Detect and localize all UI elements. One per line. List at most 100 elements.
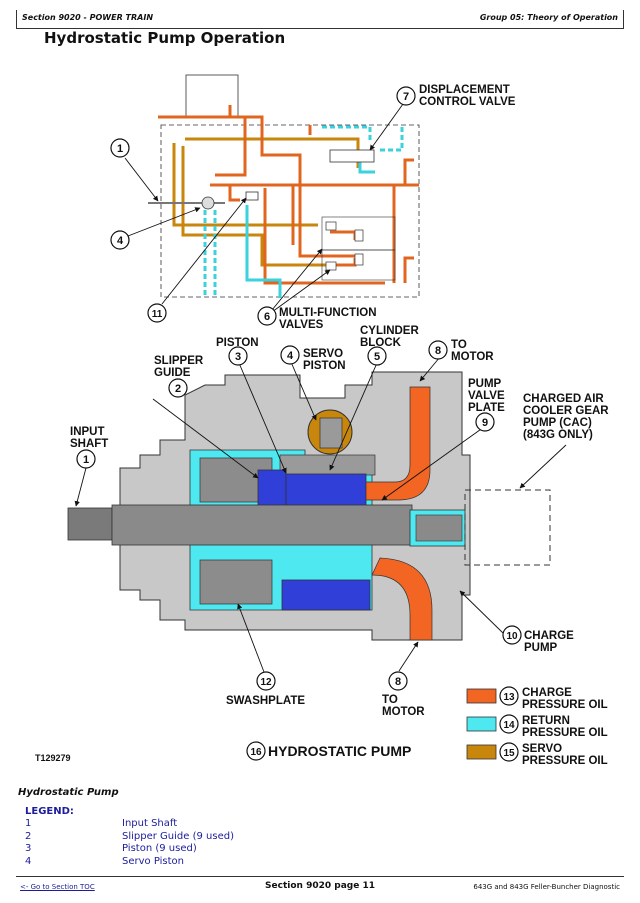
svg-text:15: 15: [503, 748, 515, 759]
svg-text:6: 6: [264, 311, 270, 323]
svg-text:DISPLACEMENT: DISPLACEMENT: [419, 84, 510, 96]
svg-text:MOTOR: MOTOR: [382, 706, 425, 718]
svg-text:RETURN: RETURN: [522, 715, 570, 727]
svg-text:9: 9: [482, 417, 488, 429]
svg-text:GUIDE: GUIDE: [154, 367, 191, 379]
svg-text:8: 8: [395, 676, 401, 688]
svg-text:TO: TO: [382, 694, 398, 706]
hydraulic-schematic: [148, 74, 420, 298]
svg-text:SHAFT: SHAFT: [70, 438, 108, 450]
svg-text:PLATE: PLATE: [468, 402, 505, 414]
svg-text:10: 10: [506, 631, 518, 642]
legend-item: 4 Servo Piston: [25, 856, 234, 869]
svg-text:CHARGE: CHARGE: [524, 630, 574, 642]
legend-label: Input Shaft: [122, 818, 178, 829]
legend-num: 3: [25, 843, 32, 854]
callout-7: 7 DISPLACEMENT CONTROL VALVE: [396, 84, 516, 108]
callout-1-top: 1: [110, 138, 130, 158]
group-label: Group 05: Theory of Operation: [479, 13, 618, 22]
page-title: Hydrostatic Pump Operation: [44, 29, 286, 47]
callout-8-to-motor-bottom: 8 TO MOTOR: [382, 671, 425, 718]
main-shaft: [111, 504, 413, 546]
legend-title: LEGEND:: [25, 806, 74, 817]
pump-boundary: [160, 124, 420, 298]
callout-2-slipper-guide: SLIPPER GUIDE 2: [154, 355, 204, 398]
section-label: Section 9020 - POWER TRAIN: [22, 13, 154, 22]
svg-text:2: 2: [175, 383, 181, 395]
svg-text:8: 8: [435, 345, 441, 357]
svg-text:SLIPPER: SLIPPER: [154, 355, 204, 367]
svg-text:CONTROL VALVE: CONTROL VALVE: [419, 96, 516, 108]
input-shaft: [67, 507, 113, 541]
svg-text:14: 14: [503, 720, 515, 731]
svg-text:SWASHPLATE: SWASHPLATE: [226, 695, 305, 707]
key-charge-pressure-oil: 13 CHARGE PRESSURE OIL: [466, 686, 608, 711]
svg-text:(843G ONLY): (843G ONLY): [523, 429, 593, 441]
charge-passage-lower: [371, 557, 433, 641]
callout-5-cylinder-block: CYLINDER BLOCK 5: [360, 325, 419, 366]
figure-title: 16 HYDROSTATIC PUMP: [246, 741, 411, 761]
section-toc-link[interactable]: <- Go to Section TOC: [20, 883, 95, 891]
callout-10-charge-pump: 10 CHARGE PUMP: [502, 625, 574, 654]
svg-text:MOTOR: MOTOR: [451, 351, 494, 363]
svg-text:SERVO: SERVO: [303, 348, 343, 360]
page-header: Section 9020 - POWER TRAIN Group 05: The…: [16, 10, 624, 29]
key-servo-pressure-oil: 15 SERVO PRESSURE OIL: [466, 742, 608, 767]
displacement-control-valve-symbol: [329, 149, 375, 163]
svg-text:PRESSURE OIL: PRESSURE OIL: [522, 699, 608, 711]
svg-text:CHARGED AIR: CHARGED AIR: [523, 393, 604, 405]
svg-text:7: 7: [403, 91, 409, 103]
svg-text:5: 5: [374, 351, 380, 363]
servo-spring-assembly: [281, 579, 371, 611]
callout-11: 11: [147, 303, 167, 323]
svg-text:PISTON: PISTON: [303, 360, 346, 372]
callout-cac-pump: CHARGED AIR COOLER GEAR PUMP (CAC) (843G…: [523, 393, 609, 441]
svg-text:TO: TO: [451, 339, 467, 351]
key-return-pressure-oil: 14 RETURN PRESSURE OIL: [466, 714, 608, 739]
callout-4-servo-piston: 4 SERVO PISTON: [280, 345, 346, 372]
svg-text:4: 4: [287, 350, 294, 362]
cac-pump-outline: [464, 489, 551, 566]
legend-label: Slipper Guide (9 used): [122, 830, 234, 842]
document-title: 643G and 843G Feller-Buncher Diagnostic: [473, 883, 620, 891]
callout-1-input-shaft: INPUT SHAFT 1: [70, 426, 108, 469]
swashplate-symbol: [201, 196, 215, 210]
svg-text:12: 12: [260, 677, 272, 688]
page-number: Section 9020 page 11: [265, 881, 375, 891]
charge-passage-upper: [365, 386, 431, 501]
legend: LEGEND: 1 Input Shaft 2 Slipper Guide (9…: [25, 806, 234, 868]
legend-num: 2: [25, 830, 32, 842]
svg-text:4: 4: [117, 235, 124, 247]
svg-text:CHARGE: CHARGE: [522, 687, 572, 699]
callout-4-top: 4: [110, 230, 130, 250]
color-key: 13 CHARGE PRESSURE OIL 14 RETURN PRESSUR…: [466, 686, 608, 767]
charge-swatch: [466, 688, 497, 704]
svg-text:PUMP: PUMP: [524, 642, 558, 654]
hydrostatic-pump-figure: 1 4 11 7 DISPLACEMENT CONTROL VALVE 6 MU…: [35, 74, 609, 767]
legend-label: Servo Piston: [122, 855, 185, 867]
page-footer: <- Go to Section TOC Section 9020 page 1…: [16, 876, 624, 897]
svg-text:BLOCK: BLOCK: [360, 337, 402, 349]
callout-leaders: [74, 103, 567, 673]
svg-text:1: 1: [117, 143, 123, 155]
svg-text:COOLER GEAR: COOLER GEAR: [523, 405, 609, 417]
cylinder-block: [279, 454, 376, 476]
slipper-guide: [257, 469, 287, 511]
figure-id: T129279: [35, 753, 71, 763]
svg-text:VALVE: VALVE: [468, 390, 505, 402]
svg-text:CYLINDER: CYLINDER: [360, 325, 419, 337]
svg-text:HYDROSTATIC PUMP: HYDROSTATIC PUMP: [268, 743, 411, 759]
svg-text:13: 13: [503, 692, 515, 703]
svg-text:3: 3: [235, 351, 241, 363]
pump-cross-section: [67, 371, 551, 641]
callout-6: 6 MULTI-FUNCTION VALVES: [257, 306, 377, 331]
svg-text:PUMP: PUMP: [468, 378, 502, 390]
legend-item: 2 Slipper Guide (9 used): [25, 831, 234, 844]
svg-text:INPUT: INPUT: [70, 426, 105, 438]
figure-caption: Hydrostatic Pump: [18, 787, 119, 798]
callout-12-swashplate: 12 SWASHPLATE: [226, 671, 305, 707]
legend-item: 3 Piston (9 used): [25, 843, 234, 856]
piston: [285, 473, 367, 509]
svg-text:1: 1: [83, 454, 89, 466]
callout-3-piston: PISTON 3: [216, 337, 259, 366]
